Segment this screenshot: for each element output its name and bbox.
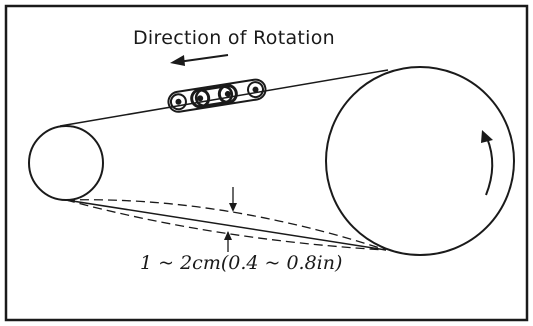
chain-links-icon [167, 78, 267, 113]
slack-measurement-label: 1 ~ 2cm(0.4 ~ 0.8in) [140, 252, 343, 274]
rear-sprocket [325, 66, 515, 256]
slack-lower-dashed [65, 199, 387, 251]
chain-bottom-run [65, 199, 387, 251]
slack-upper-dashed [65, 199, 387, 251]
direction-of-rotation-label: Direction of Rotation [133, 27, 335, 49]
diagram-border [4, 4, 529, 322]
clockwise-arrow-icon [481, 130, 494, 196]
front-sprocket [28, 125, 104, 201]
chain-top-run [59, 69, 389, 127]
slack-measure-arrows [224, 187, 237, 252]
left-arrow-icon [170, 54, 229, 66]
